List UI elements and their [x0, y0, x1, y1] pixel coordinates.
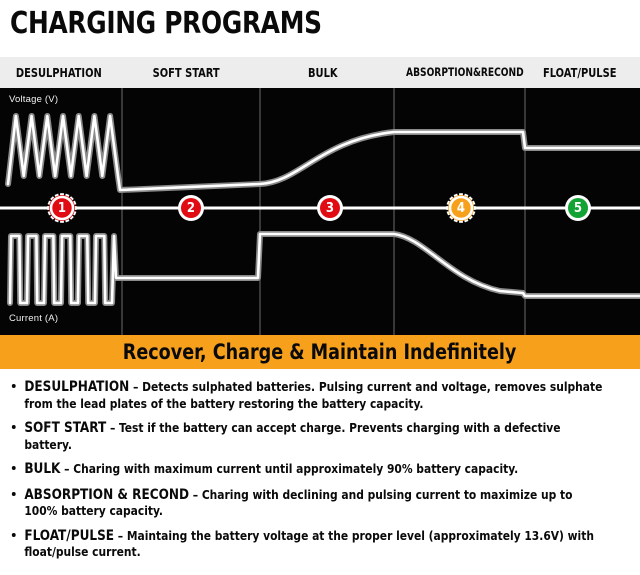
bullet-description: – Maintaing the battery voltage at the p…: [24, 527, 594, 560]
bullet-term: FLOAT/PULSE: [24, 527, 115, 544]
bullet-term: BULK: [24, 461, 61, 477]
voltage-curve: [6, 114, 640, 192]
gear-icon: [47, 193, 77, 223]
bullet-description: – Charing with declining and pulsing cur…: [24, 486, 573, 519]
bullet-dot-icon: [11, 425, 16, 429]
bullet-item: BULK – Charing with maximum current unti…: [8, 461, 607, 478]
stage-badge-3[interactable]: 3: [315, 193, 345, 223]
tagline-banner: Recover, Charge & Maintain Indefinitely: [0, 335, 640, 369]
stage-badge-number: 1: [57, 200, 67, 216]
current-curve: [8, 232, 640, 305]
bullet-dot-icon: [11, 384, 16, 388]
circle-icon: [317, 195, 343, 221]
phase-label-desulphation: DESULPHATION: [15, 65, 102, 80]
title-bar: CHARGING PROGRAMS: [0, 0, 640, 56]
tagline-text: Recover, Charge & Maintain Indefinitely: [123, 340, 517, 364]
stage-badge-5[interactable]: 5: [563, 193, 593, 223]
bullet-item: ABSORPTION & RECOND – Charing with decli…: [8, 487, 607, 519]
stage-badge-number: 4: [456, 200, 466, 216]
bullet-description: – Test if the battery can accept charge.…: [24, 420, 561, 452]
phase-label-soft-start: SOFT START: [152, 65, 220, 80]
stage-badge-4[interactable]: 4: [446, 193, 476, 223]
stage-badge-2[interactable]: 2: [176, 193, 206, 223]
bullet-description: – Detects sulphated batteries. Pulsing c…: [24, 379, 603, 411]
bullet-term: ABSORPTION & RECOND: [24, 486, 190, 503]
voltage-axis-label: Voltage (V): [9, 94, 59, 105]
bullet-dot-icon: [11, 532, 16, 537]
stage-badge-1[interactable]: 1: [47, 193, 77, 223]
phase-label-float-pulse: FLOAT/PULSE: [543, 65, 617, 80]
bullet-description: – Charing with maximum current until app…: [60, 461, 519, 476]
gear-icon: [446, 193, 476, 223]
bullet-term: SOFT START: [24, 420, 107, 436]
bullet-item: SOFT START – Test if the battery can acc…: [8, 420, 607, 452]
stage-badge-number: 5: [573, 200, 583, 216]
bullet-dot-icon: [11, 491, 16, 496]
bullet-item: DESULPHATION – Detects sulphated batteri…: [8, 379, 607, 411]
bullet-dot-icon: [11, 466, 16, 470]
phase-header-row: DESULPHATION SOFT START BULK ABSORPTION&REC…: [0, 57, 640, 88]
bullet-term: DESULPHATION: [24, 379, 130, 395]
program-description-list: DESULPHATION – Detects sulphated batteri…: [0, 369, 640, 575]
phase-label-bulk: BULK: [308, 65, 338, 80]
page-title: CHARGING PROGRAMS: [10, 6, 322, 41]
circle-icon: [178, 195, 204, 221]
current-axis-label: Current (A): [9, 313, 59, 324]
stage-badge-number: 3: [325, 200, 335, 216]
chart-curves: [5, 113, 640, 306]
circle-icon: [565, 195, 591, 221]
charging-chart: Voltage (V) Current (A) 1 2 3 4 5: [0, 88, 640, 335]
stage-badge-number: 2: [186, 200, 196, 216]
voltage-curve-shadow: [5, 113, 640, 193]
phase-label-absorption-recond: ABSORPTION&RECOND: [406, 65, 524, 79]
bullet-item: FLOAT/PULSE – Maintaing the battery volt…: [8, 528, 607, 560]
